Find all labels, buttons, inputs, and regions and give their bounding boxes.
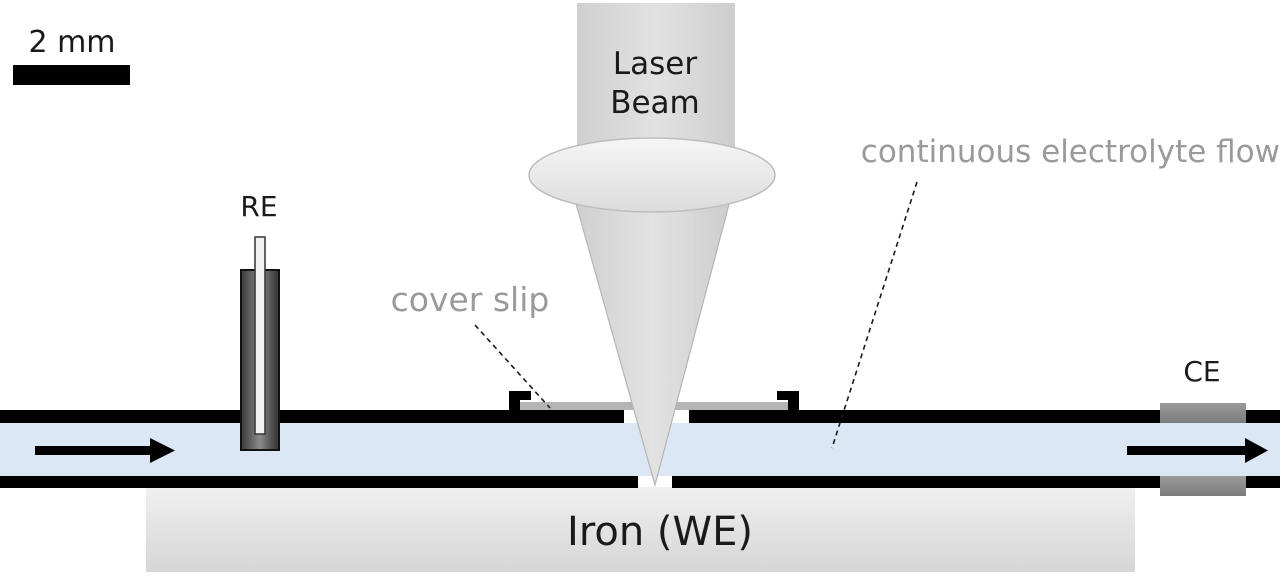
bottom-wall-left — [0, 476, 638, 488]
inlet-arrow-head — [150, 438, 175, 463]
scale-bar: 2 mm — [13, 25, 130, 85]
reference-electrode: RE — [240, 190, 280, 451]
inlet-arrow-shaft — [35, 446, 150, 455]
top-wall-left — [0, 410, 624, 423]
reference-electrode-tip — [254, 236, 266, 435]
counter-electrode-top — [1160, 403, 1246, 423]
electrolyte-flow-label: continuous electrolyte flow — [861, 134, 1280, 170]
working-electrode: Iron (WE) — [146, 487, 1135, 572]
cover-slip-holder-right — [777, 391, 799, 410]
electrolyte-flow-leader-line — [831, 181, 918, 449]
top-wall-right — [689, 410, 1280, 423]
working-electrode-label: Iron (WE) — [567, 509, 753, 555]
electrolyte-flow-annotation: continuous electrolyte flow — [831, 134, 1280, 449]
flow-arrow-inlet — [35, 438, 175, 463]
flow-arrow-outlet — [1127, 438, 1268, 463]
counter-electrode: CE — [1160, 355, 1246, 496]
outlet-arrow-shaft — [1127, 446, 1245, 455]
laser-beam-column — [577, 3, 735, 161]
counter-electrode-bottom — [1160, 476, 1246, 496]
counter-electrode-label: CE — [1183, 355, 1220, 388]
scale-bar-line — [13, 65, 130, 85]
laser-label-line1: Laser — [613, 46, 697, 82]
outlet-arrow-head — [1245, 438, 1268, 463]
cover-slip-label: cover slip — [391, 280, 550, 319]
laser-label-line2: Beam — [610, 85, 700, 121]
cover-slip-holder-left — [509, 391, 531, 410]
reference-electrode-label: RE — [240, 190, 277, 223]
scale-bar-label: 2 mm — [28, 25, 115, 60]
focusing-lens — [528, 137, 776, 213]
bottom-wall-right — [672, 476, 1280, 488]
cover-slip-leader-line — [474, 324, 551, 409]
channel-walls — [0, 410, 1280, 488]
iron-block — [146, 487, 1135, 572]
cover-slip-annotation: cover slip — [391, 280, 551, 409]
